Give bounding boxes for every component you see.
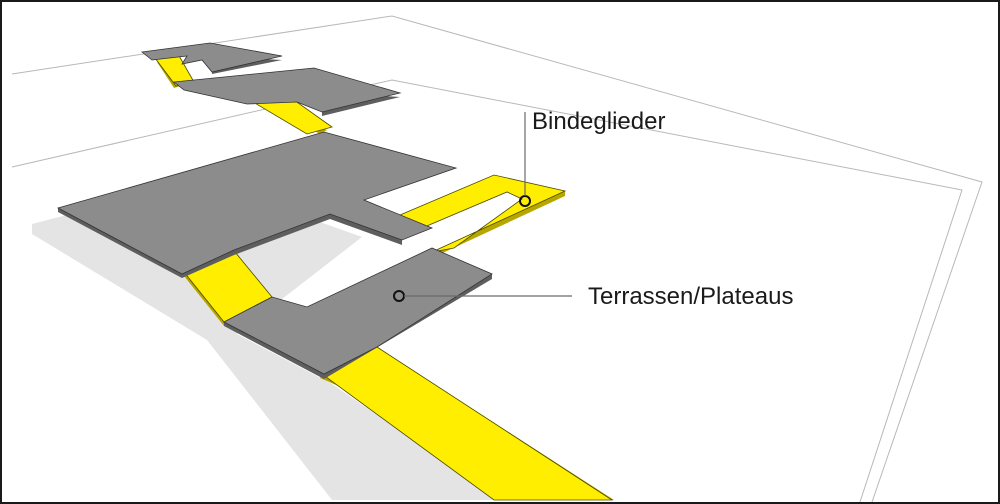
callout-connector: Bindeglieder	[519, 108, 665, 207]
callout-terrace: Terrassen/Plateaus	[393, 283, 793, 310]
connector-paths	[154, 53, 614, 501]
terrace-label: Terrassen/Plateaus	[588, 283, 793, 310]
connector-label: Bindeglieder	[532, 108, 665, 135]
terrace-second	[172, 67, 402, 113]
connector-arm	[399, 174, 567, 253]
terrace-plates	[56, 42, 493, 379]
connector-arm-edge	[432, 191, 565, 257]
terrace-top	[141, 42, 283, 73]
terrace-main	[56, 131, 458, 275]
terrace-lower	[223, 247, 493, 375]
